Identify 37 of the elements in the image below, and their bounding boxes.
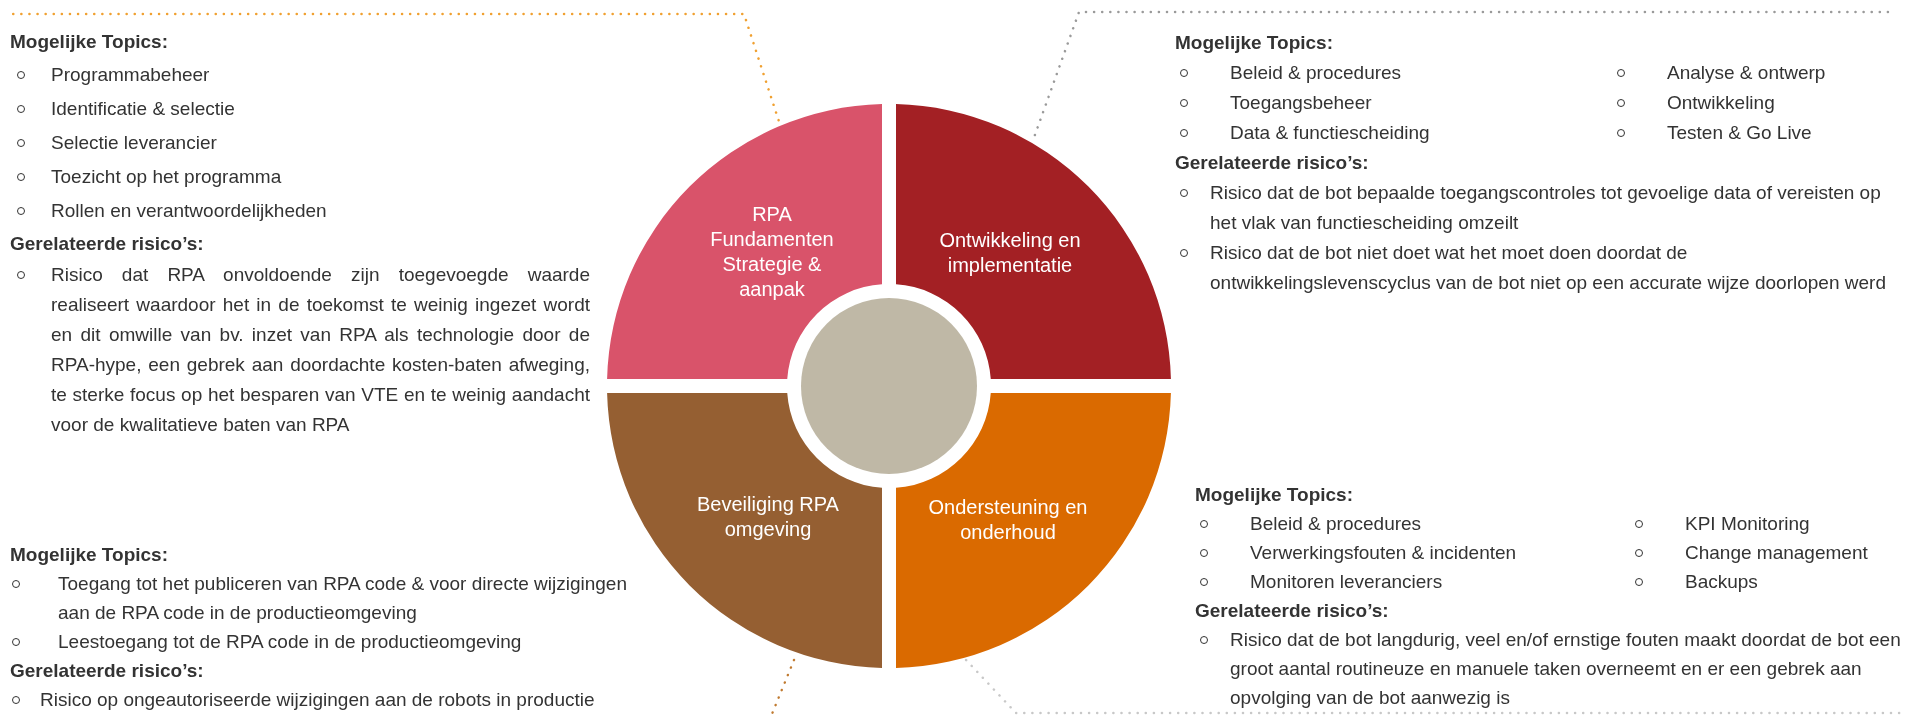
- bullet-item: Data & functiescheiding: [1175, 118, 1612, 148]
- bullet-item: Testen & Go Live: [1612, 118, 1891, 148]
- bullet-item: Selectie leverancier: [10, 126, 590, 160]
- bullet-item: Leestoegang tot de RPA code in de productieomgeving: [10, 627, 660, 656]
- bullet-item: Rollen en verantwoordelijkheden: [10, 194, 590, 228]
- section-heading: Mogelijke Topics:: [1175, 31, 1334, 55]
- bullet-item: Change management: [1630, 538, 1905, 567]
- bullet-item: Toegang tot het publiceren van RPA code & voor directe wijzigingen aan de RPA code in de productieomgeving: [10, 569, 660, 627]
- section-heading: Gerelateerde risico’s:: [10, 659, 205, 683]
- bullet-item: Risico op ongeautoriseerde wijzigingen aan de robots in productie: [10, 685, 772, 714]
- bullet-item: Programmabeheer: [10, 58, 590, 92]
- bullet-item: Verwerkingsfouten & incidenten: [1195, 538, 1630, 567]
- dotted-connector: [770, 658, 796, 716]
- section-heading: Mogelijke Topics:: [1195, 483, 1354, 507]
- bullet-item: Monitoren leveranciers: [1195, 567, 1630, 596]
- bullet-item: Risico dat RPA onvoldoende zijn toegevoegde waarde realiseert waardoor het in de toekomst te weinig ingezet wordt en dit omwille van bv. inzet van RPA als technologie door de RPA-hype, een gebrek aan doordachte kosten-baten afweging, te sterke focus op het besparen van VTE en te weinig aandacht voor de kwalitatieve baten van RPA: [10, 260, 590, 440]
- segment-label: Beveiliging RPA omgeving: [696, 492, 840, 542]
- bullet-item: Beleid & procedures: [1195, 509, 1630, 538]
- section-heading: Mogelijke Topics:: [10, 30, 169, 54]
- bullet-item: Backups: [1630, 567, 1905, 596]
- bullet-item: KPI Monitoring: [1630, 509, 1905, 538]
- bullet-item: Toezicht op het programma: [10, 160, 590, 194]
- section-heading: Gerelateerde risico’s:: [1195, 599, 1390, 623]
- segment-label: Ondersteuning en onderhoud: [927, 495, 1089, 545]
- bullet-item: Ontwikkeling: [1612, 88, 1891, 118]
- section-heading: Mogelijke Topics:: [10, 543, 169, 567]
- segment-label: Ontwikkeling en implementatie: [938, 228, 1082, 278]
- bullet-item: Analyse & ontwerp: [1612, 58, 1891, 88]
- bullet-item: Toegangsbeheer: [1175, 88, 1612, 118]
- bullet-item: Risico dat de bot niet doet wat het moet doen doordat de ontwikkelingslevenscyclus van de bot niet op een accurate wijze doorlopen werd: [1175, 238, 1891, 298]
- bullet-item: Beleid & procedures: [1175, 58, 1612, 88]
- section-heading: Gerelateerde risico’s:: [10, 232, 205, 256]
- bullet-item: Identificatie & selectie: [10, 92, 590, 126]
- bullet-item: Risico dat de bot langdurig, veel en/of ernstige fouten maakt doordat de bot een groot aantal routineuze en manuele taken overneemt en er een gebrek aan opvolging van de bot aanwezig is: [1195, 625, 1905, 712]
- bullet-item: Risico dat de bot bepaalde toegangscontroles tot gevoelige data of vereisten op het vlak van functiescheiding omzeilt: [1175, 178, 1891, 238]
- segment-label: RPA Fundamenten Strategie & aanpak: [709, 202, 835, 302]
- section-heading: Gerelateerde risico’s:: [1175, 151, 1370, 175]
